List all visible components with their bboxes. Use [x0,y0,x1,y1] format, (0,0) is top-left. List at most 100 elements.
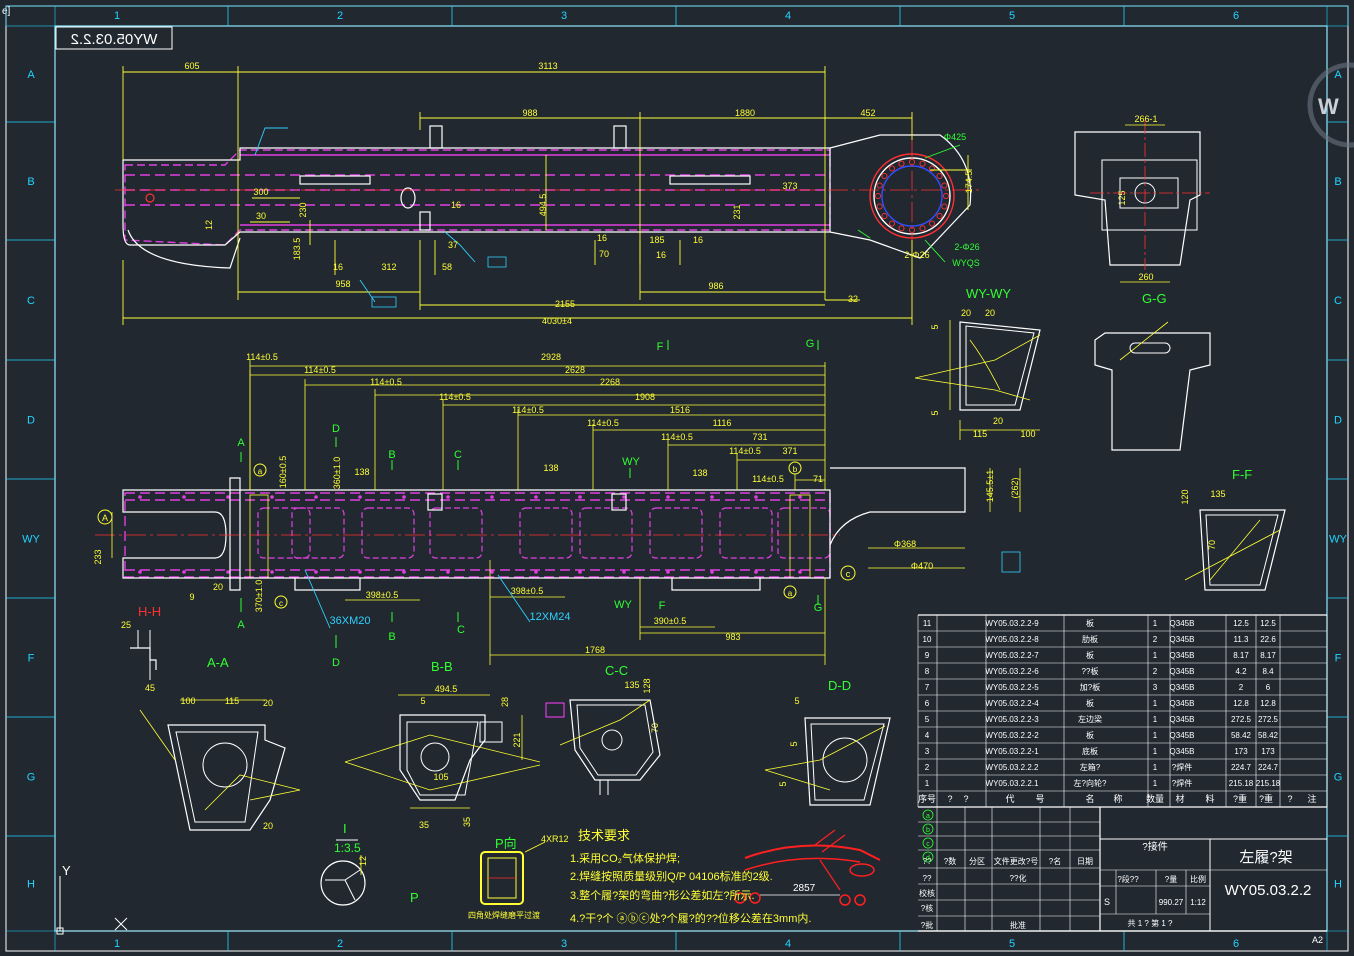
plan-label-28: 398±0.5 [511,586,543,596]
tb-label: 分区 [969,857,985,866]
zone-row-right-A: A [1334,69,1342,81]
zone-row-right-F: F [1335,653,1342,665]
zone-row-right-C: C [1334,295,1342,307]
bom-cell-code: WY05.03.2.2-4 [985,699,1039,708]
section-c-c[interactable] [545,699,661,795]
plan-label-85: 5 [789,741,799,746]
deflection-sketch[interactable] [734,829,881,906]
bolt-hole [888,220,896,227]
plan-hole [754,570,758,574]
bom-cell-w1: 12.8 [1233,699,1249,708]
plan-label-70: 100 [180,696,195,706]
topview-label-5: Φ425 [944,132,966,142]
plan-cell [519,507,573,559]
plan-label-64: 100 [1020,429,1035,439]
bolt-hole [941,182,948,189]
section-f-f[interactable] [1184,509,1286,591]
bom-cell-w1: 4.2 [1235,667,1247,676]
section-titles: WY-WY G-G F-F H-H A-A B-B C-C D-D I 1:3.… [138,286,1252,920]
plan-label-9: 1516 [670,405,690,415]
tb-stage: S [1104,897,1110,907]
detail-i[interactable] [320,839,366,906]
zone-col-top-6: 6 [1233,10,1239,22]
plan-label-65: 135 [1210,489,1225,499]
section-wy-wy[interactable] [914,320,1041,440]
plan-label-51: G [814,602,823,614]
p-view-dim: 4XR12 [541,834,569,844]
bom-cell-mat: Q345B [1170,651,1195,660]
section-d-d[interactable] [764,717,891,806]
bolt-hole [881,172,888,180]
tb-rev-letter: c [926,841,930,848]
tb-label: ?段?? [1117,874,1139,884]
bom-cell-no: 6 [925,699,930,708]
plan-hole [402,570,406,574]
bom-header-cell: 材 [1175,793,1184,804]
plan-label-26: 370±1.0 [254,580,264,612]
plan-label-11: 1116 [713,418,732,428]
zone-col-bottom-4: 4 [785,938,791,950]
plan-label-21: 160±0.5 [278,456,288,488]
technical-requirements: 技术要求 1.采用CO₂气体保护焊; 2.焊缝按照质量级别Q/P 04106标准… [570,828,811,925]
bom-cell-name: 板 [1086,698,1094,708]
plan-label-36: 36XM20 [330,615,371,627]
bolt-hole [876,182,883,189]
plan-hole [622,570,626,574]
zone-row-left-F: F [28,653,35,665]
tb-weight: 990.27 [1159,898,1184,907]
bom-cell-no: 9 [925,651,930,660]
ucs-icon [56,876,128,935]
plan-hole [138,570,142,574]
tb-rev-letter: a [926,813,930,820]
bom-cell-w2: 224.7 [1258,763,1279,772]
section-b-b[interactable] [344,694,541,809]
bom-cell-w2: 6 [1266,683,1271,692]
section-g-g[interactable] [1094,321,1211,451]
bom-header-cell: 料 [1205,793,1214,804]
bom-cell-no: 11 [923,619,932,628]
tb-label: 文件更改?号 [994,856,1038,866]
p-view[interactable] [480,841,546,905]
bom-cell-w1: 12.5 [1233,619,1249,628]
bom-header-cell: 称 [1113,793,1122,804]
plan-label-12: 114±0.5 [661,432,693,442]
plan-label-45: C [457,624,465,636]
plan-label-3: 2628 [565,365,585,375]
topview-label-20: 58 [442,262,452,272]
plan-label-48: F [657,341,664,353]
side-end-view[interactable] [1074,120,1210,283]
plan-hole [490,495,494,499]
bom-cell-no: 10 [923,635,932,644]
tb-label: ?核 [921,903,933,913]
bom-cell-qty: 1 [1153,699,1158,708]
plan-label-69: 45 [145,683,155,693]
plan-label-25: 9 [189,592,194,602]
bom-cell-w2: 12.5 [1260,619,1276,628]
tech-req-line-2: 2.焊缝按照质量级别Q/P 04106标准的2级. [570,869,773,883]
bom-header-cell: ?重 [1259,793,1273,804]
tb-label: 校核 [919,888,935,898]
bom-cell-code: WY05.03.2.2.1 [986,779,1039,788]
section-h-h[interactable] [130,630,157,680]
h-h-title: H-H [138,604,161,619]
plan-hole [710,495,714,499]
tb-label: ??化 [1010,873,1027,883]
plan-label-10: 114±0.5 [587,418,619,428]
plan-label-29: 390±0.5 [654,616,686,626]
topview-label-34: 125 [1117,190,1127,205]
bom-cell-qty: 1 [1153,779,1158,788]
topview-label-32: 4030±4 [542,316,572,326]
bom-cell-qty: 3 [1153,683,1158,692]
zone-col-bottom-5: 5 [1009,938,1015,950]
plan-label-66: 120 [1180,489,1190,504]
plan-hole [666,495,670,499]
tb-rev-letter: b [926,827,930,834]
bolt-hole [888,165,896,172]
section-a-a[interactable] [139,699,301,831]
